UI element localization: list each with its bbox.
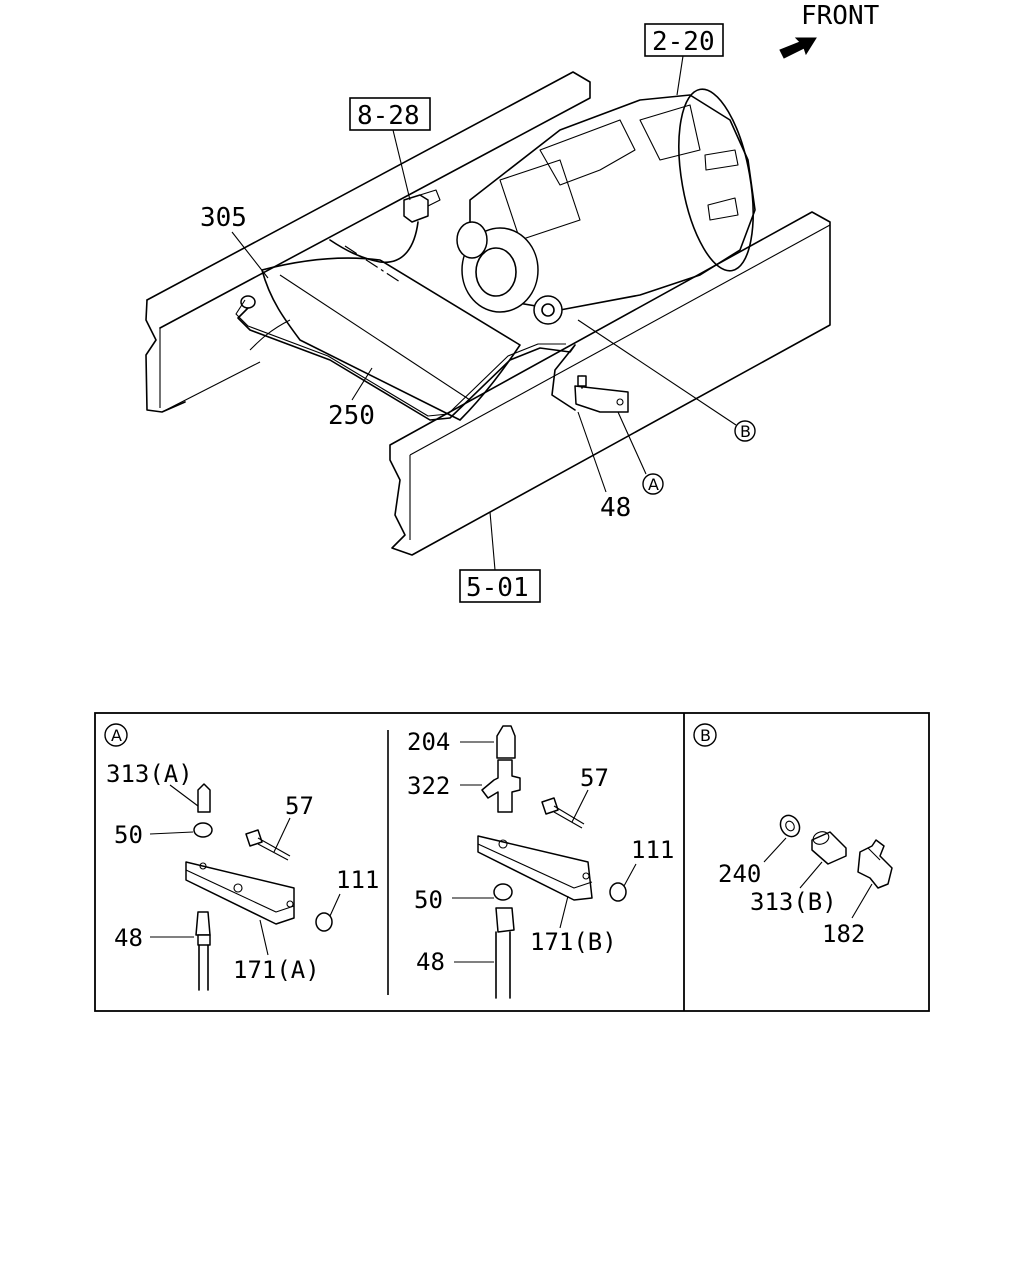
part-50-label: 50 (114, 821, 143, 849)
leader-313a (169, 784, 199, 807)
detail-a-right: 204 322 57 111 50 171(B) 48 (407, 725, 674, 999)
elbow-182 (857, 839, 893, 889)
part-171a-label: 171(A) (233, 956, 320, 984)
detail-marker-b[interactable]: B (734, 420, 756, 442)
ref-8-28-label: 8-28 (357, 101, 420, 131)
part-48-label-a: 48 (114, 924, 143, 952)
leader-marker-a (617, 411, 647, 475)
part-111-label-a: 111 (336, 866, 379, 894)
union-48-a (195, 911, 211, 936)
part-204-label: 204 (407, 728, 450, 756)
leader-305 (231, 231, 269, 279)
adapter-313b (811, 831, 847, 865)
leader-182 (851, 883, 873, 919)
leader-8-28 (392, 129, 411, 201)
leader-111-a (329, 893, 341, 917)
detail-panel (94, 712, 930, 1012)
detail-marker-a[interactable]: A (642, 473, 664, 495)
ref-5-01-label: 5-01 (466, 573, 529, 603)
leader-57-a (273, 817, 291, 853)
tee-322 (481, 759, 521, 813)
washer-240 (779, 814, 801, 838)
front-indicator: FRONT (779, 1, 880, 59)
part-322-label: 322 (407, 772, 450, 800)
detail-a-left: A 313(A) 50 57 111 48 171(A) (104, 723, 379, 991)
nut-111-b (609, 882, 627, 902)
union-48-b (495, 907, 515, 933)
leader-48 (577, 411, 607, 493)
transmission-assembly (456, 88, 756, 325)
leader-240 (763, 837, 787, 863)
part-111-label-b: 111 (631, 836, 674, 864)
front-label: FRONT (801, 1, 880, 31)
part-48-label-b: 48 (416, 948, 445, 976)
leader-111-b (623, 863, 637, 887)
leader-313b (799, 861, 823, 889)
frame-rails (145, 71, 831, 556)
leader-171a (259, 919, 269, 956)
detail-b: B 240 313(B) 182 (693, 723, 893, 948)
detail-b-marker-label: B (700, 726, 711, 745)
ref-2-20-label: 2-20 (652, 27, 715, 57)
part-250-label: 250 (328, 401, 375, 431)
ref-5-01[interactable]: 5-01 (459, 569, 541, 603)
ref-2-20[interactable]: 2-20 (644, 23, 724, 57)
leader-57-b (571, 789, 589, 823)
speed-sensor-harness (329, 189, 441, 283)
fitting-204 (496, 725, 516, 759)
part-240-label: 240 (718, 860, 761, 888)
leader-5-01 (489, 511, 496, 571)
part-57-label-b: 57 (580, 764, 609, 792)
leader-marker-b (577, 319, 737, 426)
part-48-label: 48 (600, 493, 631, 523)
detail-marker-b-label: B (740, 422, 751, 441)
bracket-171a (185, 861, 295, 925)
leader-171b (559, 895, 569, 929)
detail-marker-a-label: A (648, 475, 659, 494)
part-57-label-a: 57 (285, 792, 314, 820)
leader-250 (351, 367, 373, 401)
nut-313a (197, 783, 211, 813)
bolt-57-b-head (541, 797, 559, 815)
part-182-label: 182 (822, 920, 865, 948)
detail-b-marker: B (693, 723, 717, 747)
front-arrow-icon (779, 37, 817, 59)
part-171b-label: 171(B) (530, 928, 617, 956)
bracket-a-main (574, 375, 629, 413)
part-50-label-b: 50 (414, 886, 443, 914)
washer-50-b (493, 883, 513, 901)
part-305-label: 305 (200, 203, 247, 233)
leader-50 (149, 831, 194, 835)
detail-a-marker: A (104, 723, 128, 747)
bolt-57-head (245, 829, 263, 847)
part-313a-label: 313(A) (106, 760, 193, 788)
leader-2-20 (676, 55, 684, 96)
washer-50 (193, 822, 213, 838)
bracket-171b (477, 835, 593, 901)
nut-111-a (315, 912, 333, 932)
part-313b-label: 313(B) (750, 888, 837, 916)
detail-a-marker-label: A (111, 726, 122, 745)
pipe-250 (235, 295, 576, 421)
ref-8-28[interactable]: 8-28 (349, 97, 431, 131)
